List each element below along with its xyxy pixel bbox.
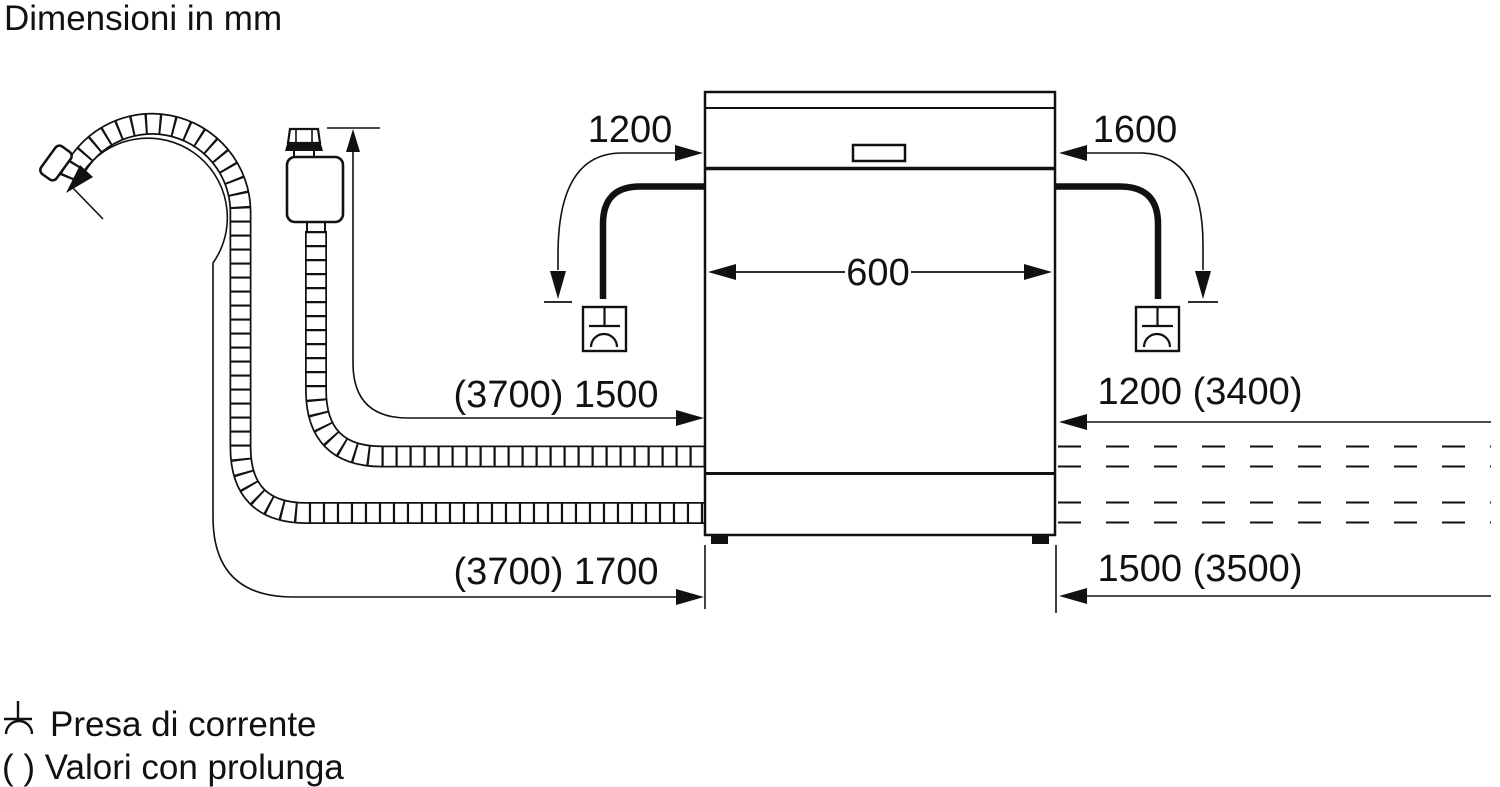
legend: Presa di corrente ( ) Valori con prolung…: [2, 701, 344, 787]
dim-inlet-right: 1200 (3400): [1059, 371, 1491, 430]
power-cable-left: [599, 183, 705, 299]
page-title: Dimensioni in mm: [4, 0, 282, 38]
inlet-hose-length-label: (3700) 1500: [454, 374, 659, 416]
inlet-right-label: 1200 (3400): [1098, 371, 1303, 413]
inlet-hose: [305, 231, 704, 468]
dim-drain-hose: (3700) 1700: [66, 137, 704, 605]
drain-hose-end-cap: [39, 144, 73, 182]
hose-end-tick: [70, 185, 104, 220]
power-outlet-right: [1134, 305, 1181, 353]
arrow-left-icon: [1059, 414, 1087, 430]
aquastop-valve: [285, 127, 345, 231]
dishwasher-outline: [703, 90, 1057, 537]
appliance-width-label: 600: [846, 252, 909, 294]
power-outlet-left: [581, 305, 628, 353]
door-handle: [851, 143, 907, 163]
arrow-down-icon: [1195, 271, 1211, 299]
dishwasher: [703, 90, 1057, 544]
arrow-left-icon: [1059, 145, 1087, 161]
arrow-down-left-icon: [66, 165, 93, 193]
arrow-right-icon: [1024, 264, 1052, 280]
arrow-right-icon: [676, 589, 704, 605]
arrow-left-icon: [708, 264, 736, 280]
inlet-gasket: [285, 144, 323, 151]
dim-power-cord-right: 1600: [1059, 109, 1218, 303]
socket-icon: [1142, 308, 1173, 348]
arrow-left-icon: [1059, 588, 1087, 604]
dashed-extension-lines: [1058, 445, 1491, 524]
power-cable-right: [1055, 183, 1162, 299]
inlet-nut: [285, 127, 323, 158]
drain-right-label: 1500 (3500): [1098, 548, 1303, 590]
aquastop-box: [285, 155, 345, 224]
arrow-up-icon: [346, 129, 360, 152]
arrow-down-icon: [550, 271, 566, 299]
dim-drain-right: 1500 (3500): [1059, 548, 1491, 604]
dim-inlet-hose: (3700) 1500: [327, 127, 704, 426]
legend-socket-icon: [4, 701, 34, 735]
legend-socket-label: Presa di corrente: [50, 705, 317, 744]
socket-icon: [589, 308, 620, 348]
dim-power-cord-left: 1200: [544, 109, 703, 303]
foot-right: [1032, 535, 1049, 544]
drain-hose-length-label: (3700) 1700: [454, 551, 659, 593]
foot-left: [711, 535, 728, 544]
legend-extension-label: ( ) Valori con prolunga: [2, 748, 344, 787]
arrow-right-icon: [676, 410, 704, 426]
power-cord-right-label: 1600: [1093, 109, 1178, 151]
arrow-right-icon: [675, 145, 703, 161]
dim-appliance-width: 600: [708, 252, 1052, 294]
power-cord-left-label: 1200: [588, 109, 673, 151]
drain-hose: [39, 112, 704, 524]
